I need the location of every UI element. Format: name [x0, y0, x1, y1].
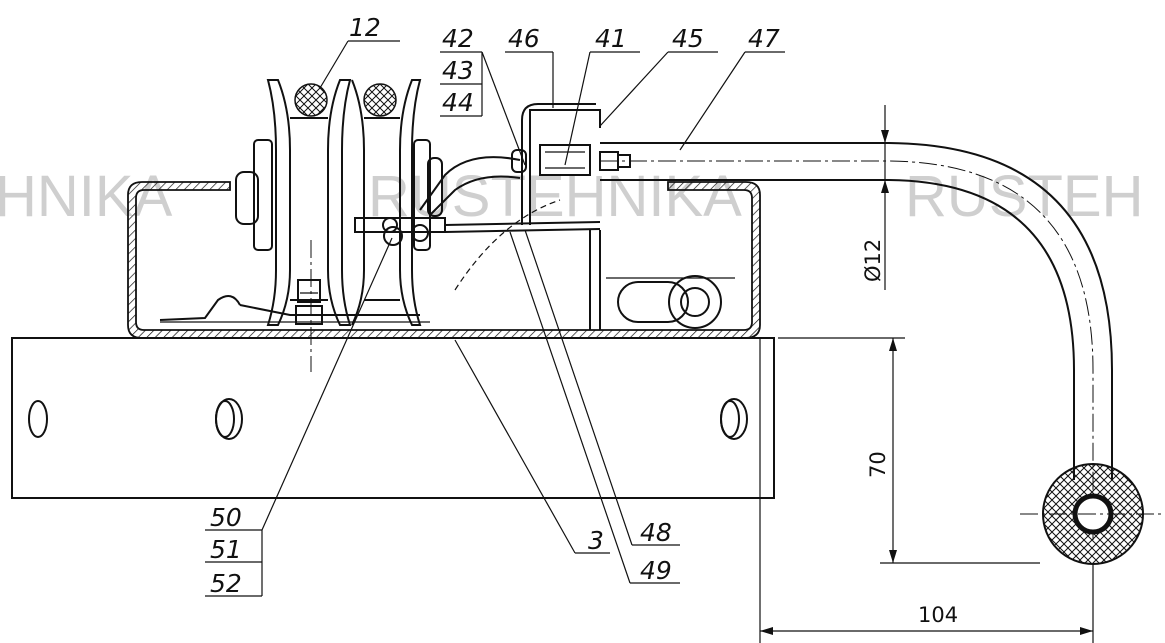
callout-42: 42 [442, 24, 474, 53]
callouts: 12 42 43 44 46 41 45 47 50 51 52 3 48 49 [210, 13, 780, 598]
watermark-left: HNIKA [0, 164, 173, 229]
lever-rod [419, 142, 1113, 540]
callout-43: 43 [442, 56, 474, 85]
callout-49: 49 [640, 556, 672, 585]
leader-lines [205, 40, 785, 597]
callout-51: 51 [210, 535, 242, 564]
watermark: HNIKA RUSTEHNIKA RUSTEH [0, 164, 1143, 229]
callout-48: 48 [640, 518, 672, 547]
handle-grip [1020, 463, 1165, 565]
dim-diameter: Ø12 [861, 239, 885, 282]
callout-50: 50 [210, 503, 242, 532]
callout-47: 47 [748, 24, 780, 53]
dim-height: 70 [866, 451, 890, 478]
watermark-right: RUSTEH [905, 164, 1143, 229]
callout-45: 45 [672, 24, 704, 53]
base-plate [11, 337, 775, 499]
watermark-middle: RUSTEHNIKA [368, 164, 742, 229]
return-pulley [606, 275, 735, 329]
callout-3: 3 [588, 526, 604, 555]
callout-46: 46 [508, 24, 540, 53]
dimensions: Ø12 70 104 [759, 105, 1094, 643]
callout-41: 41 [595, 24, 627, 53]
callout-12: 12 [349, 13, 381, 42]
callout-44: 44 [442, 88, 474, 117]
callout-52: 52 [210, 569, 242, 598]
dim-width: 104 [918, 603, 958, 627]
